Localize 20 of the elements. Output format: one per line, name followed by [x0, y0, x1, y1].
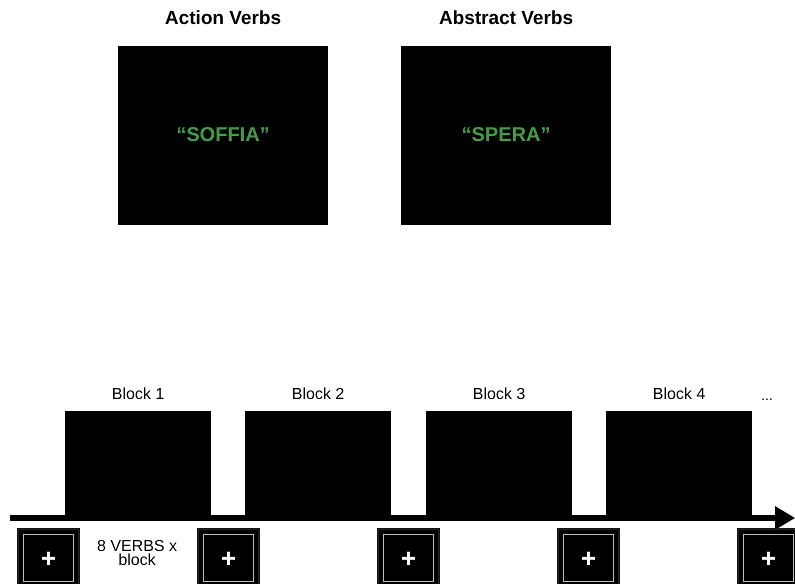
fixation-cross: +: [580, 542, 596, 574]
block-label: Block 1: [110, 386, 166, 404]
fixation-screen: [377, 528, 440, 584]
stimulus-word: “SPERA”: [462, 124, 550, 147]
fixation-cross: +: [400, 542, 416, 574]
fixation-cross: +: [40, 542, 56, 574]
condition-heading: Action Verbs: [164, 8, 282, 30]
continuation-ellipsis: ...: [760, 388, 774, 402]
block-label: Block 4: [652, 386, 706, 404]
block-label: Block 3: [472, 386, 526, 404]
stimulus-word: “SOFFIA”: [176, 124, 270, 147]
fixation-screen: [737, 528, 795, 584]
block-label: Block 2: [290, 386, 346, 404]
fixation-screen: [557, 528, 620, 584]
condition-heading: Abstract Verbs: [438, 8, 574, 30]
fixation-cross: +: [220, 542, 236, 574]
fixation-cross: +: [760, 542, 776, 574]
fixation-screen: [17, 528, 80, 584]
trial-count-note: 8 VERBS x block: [96, 540, 178, 568]
fixation-screen: [197, 528, 260, 584]
